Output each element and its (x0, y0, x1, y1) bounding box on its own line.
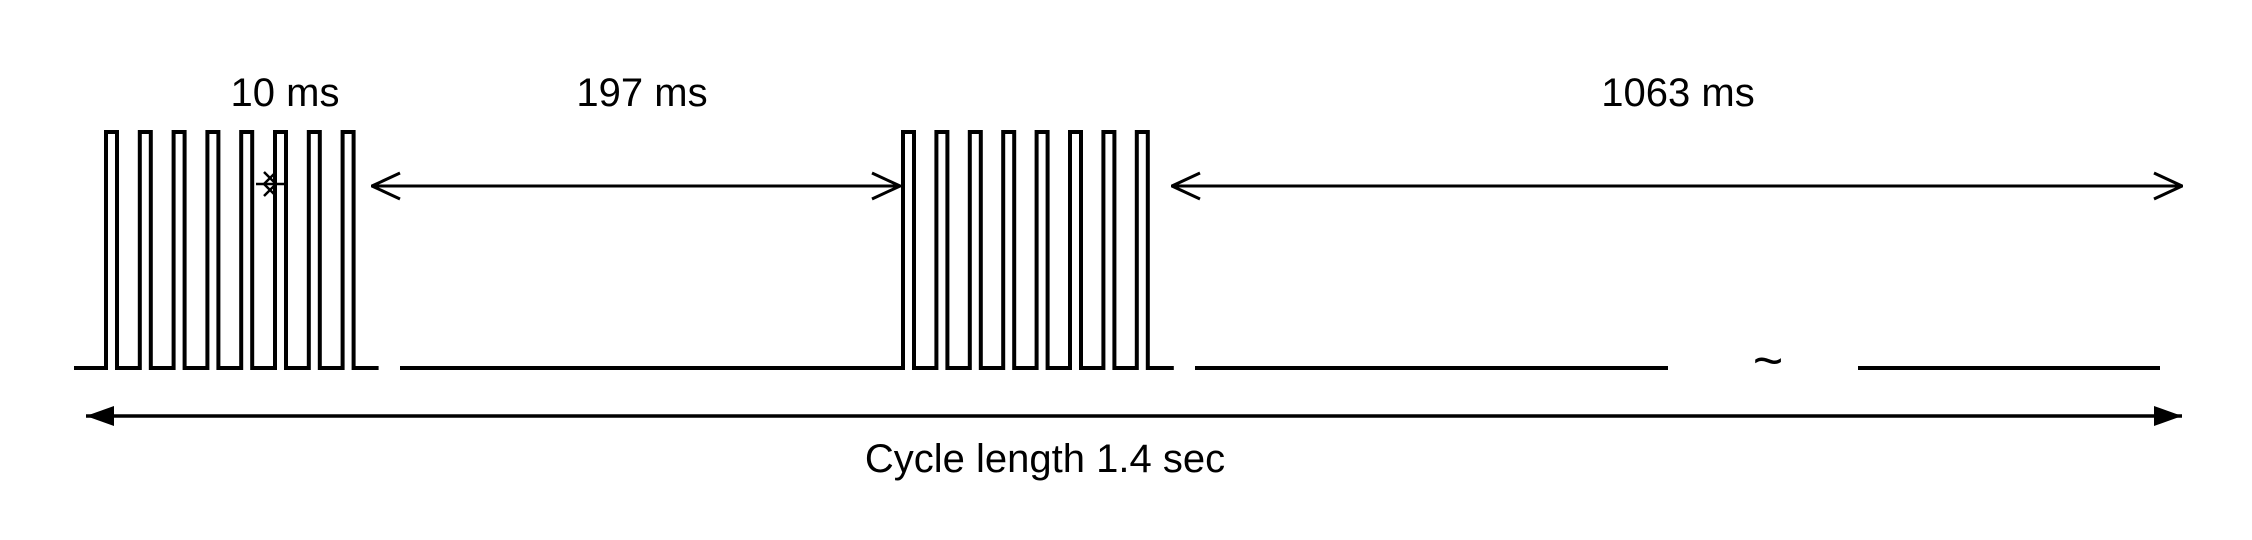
gap-short-label: 197 ms (576, 71, 707, 115)
gap-long-label: 1063 ms (1601, 71, 1754, 115)
pulse-width-marker (256, 171, 286, 197)
waveform (74, 130, 2160, 370)
pulse-burst-2 (875, 130, 1174, 370)
axis-break-symbol: ~ (1753, 332, 1783, 390)
pulse-width-label: 10 ms (231, 71, 340, 115)
pulse-burst-1 (74, 130, 379, 370)
cycle-length-label: Cycle length 1.4 sec (865, 437, 1225, 481)
